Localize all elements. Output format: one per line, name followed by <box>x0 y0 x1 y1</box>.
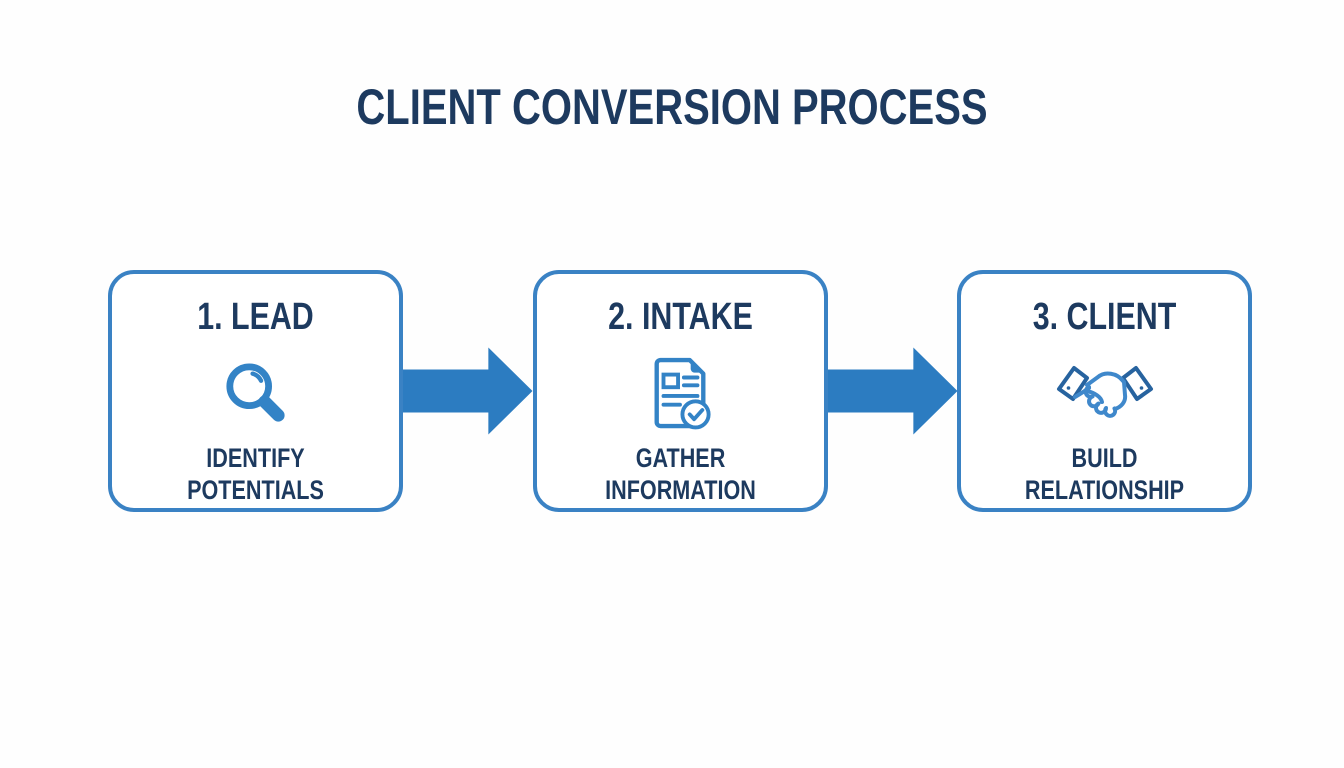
step-description-line: POTENTIALS <box>187 475 324 506</box>
step-card-client: 3. CLIENT <box>957 270 1252 512</box>
handshake-icon <box>1055 350 1155 438</box>
step-description-line: INFORMATION <box>604 475 756 506</box>
step-description-line: BUILD <box>1071 442 1138 473</box>
step-description: IDENTIFY POTENTIALS <box>112 442 399 507</box>
document-check-icon <box>647 350 713 438</box>
step-description-line: GATHER <box>635 442 725 473</box>
step-description: GATHER INFORMATION <box>537 442 824 507</box>
step-card-lead: 1. LEAD IDENTIFY POTENTIALS <box>108 270 403 512</box>
right-arrow-icon <box>827 347 957 435</box>
step-description-line: IDENTIFY <box>206 442 305 473</box>
magnifier-icon <box>224 350 288 438</box>
step-description-line: RELATIONSHIP <box>1024 475 1185 506</box>
process-flow-row: 1. LEAD IDENTIFY POTENTIALS 2. INTAKE <box>108 270 1252 512</box>
page-title: CLIENT CONVERSION PROCESS <box>356 79 988 135</box>
step-label: 2. INTAKE <box>607 296 753 338</box>
arrow-lead-to-intake <box>403 270 533 512</box>
arrow-intake-to-client <box>827 270 957 512</box>
step-description: BUILD RELATIONSHIP <box>961 442 1248 507</box>
step-label: 3. CLIENT <box>1032 296 1177 338</box>
step-label: 1. LEAD <box>197 296 314 338</box>
right-arrow-icon <box>403 347 533 435</box>
step-card-intake: 2. INTAKE GATHER INFORMATION <box>532 270 828 512</box>
